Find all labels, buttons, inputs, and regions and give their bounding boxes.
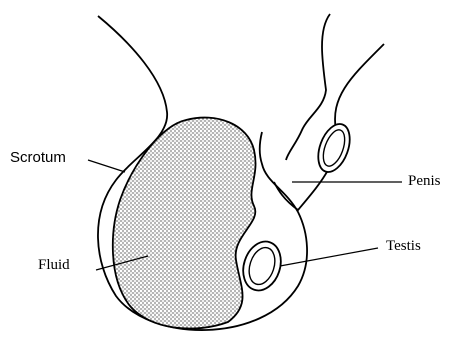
scrotum-leader-line — [88, 160, 125, 172]
penis-glans — [312, 120, 355, 177]
penis-label: Penis — [408, 174, 441, 189]
fluid-mass — [113, 118, 256, 329]
fluid-label: Fluid — [38, 258, 70, 273]
testis-label: Testis — [386, 239, 421, 254]
penis-inner-outline — [274, 44, 384, 210]
testis-shape — [237, 237, 287, 296]
scrotum-label: Scrotum — [10, 150, 66, 165]
testis-leader-line — [280, 248, 378, 266]
